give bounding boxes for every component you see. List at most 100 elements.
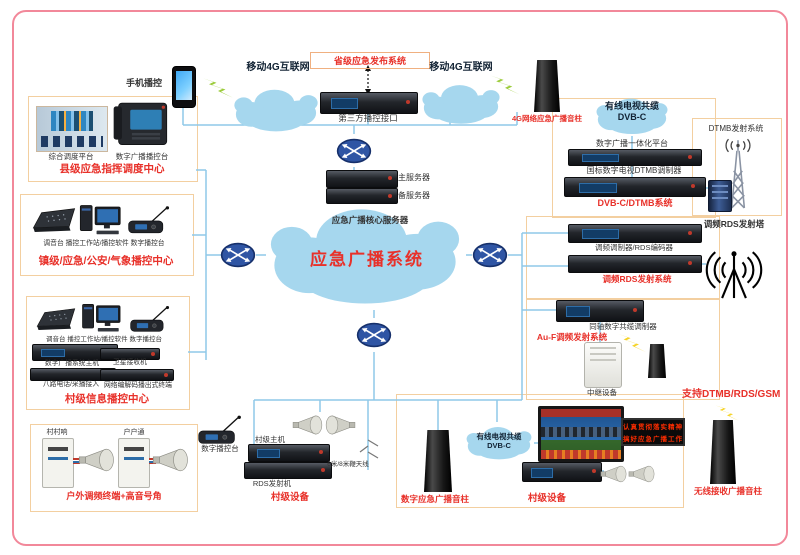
village-eq-left-label: 村级设备 bbox=[270, 492, 309, 503]
mic-console-label: 数字播控台 bbox=[201, 444, 239, 453]
phone-access-label: 八路电话/采播接入 bbox=[42, 381, 100, 388]
wireless-speaker-label: 无线接收广播音柱 bbox=[693, 486, 762, 496]
codec-terminal-label: 网络编解码播出式终端 bbox=[104, 382, 172, 389]
huhutong-label: 户户通 bbox=[123, 429, 145, 436]
coax-modulator-label: 同轴数字共缆调制器 bbox=[589, 322, 657, 331]
core-server-label: 应急广播核心服务器 bbox=[331, 215, 409, 225]
outdoor-cluster-box bbox=[30, 424, 198, 512]
dispatch-platform-label: 综合调度平台 bbox=[48, 152, 94, 161]
horn-pair-left bbox=[292, 412, 324, 438]
tv-screen bbox=[538, 406, 624, 462]
backup-server-label: 备服务器 bbox=[398, 191, 430, 200]
county-center-title: 县级应急指挥调度中心 bbox=[59, 163, 165, 175]
dvbc-cloud-line2: DVB-C bbox=[617, 112, 647, 123]
dtmb-tx-label: DTMB发射系统 bbox=[708, 124, 764, 133]
outdoor-cluster-title: 户外调频终端+高音号角 bbox=[66, 491, 162, 501]
support-label: 支持DTMB/RDS/GSM bbox=[682, 389, 781, 400]
router-icon-right bbox=[472, 238, 508, 272]
mic-console-icon-village bbox=[128, 305, 172, 335]
village-devices-caption: 调音台 播控工作站/播控软件 数字播控台 bbox=[46, 336, 162, 343]
main-server-rack bbox=[326, 170, 398, 188]
mixer-icon-town bbox=[32, 206, 76, 236]
mixer-icon-village bbox=[36, 306, 76, 334]
village-amplifier-rack bbox=[522, 462, 602, 482]
lightning-icon-gsm bbox=[710, 404, 744, 422]
horn-speaker-right bbox=[152, 442, 190, 478]
satellite-receiver-label: 卫星接收机 bbox=[113, 359, 147, 366]
rds-transmitter-label: RDS发射机 bbox=[252, 479, 292, 488]
town-devices-caption: 调音台 播控工作站/播控软件 数字播控台 bbox=[43, 240, 165, 247]
speaker-4g-label: 4G网络应急广播音柱 bbox=[511, 114, 582, 123]
relay-speaker-column bbox=[648, 344, 666, 378]
fm-modulator-rack bbox=[568, 224, 702, 243]
router-icon-top bbox=[336, 134, 372, 168]
dtmb-modulator-rack bbox=[564, 177, 706, 197]
led-display: 认真贯彻落实精神 搞好应急广播工作 bbox=[621, 418, 685, 446]
led-line1: 认真贯彻落实精神 bbox=[623, 424, 683, 431]
workstation-icon-village bbox=[80, 303, 124, 335]
fm-receiver-right bbox=[118, 438, 150, 488]
village-host-rack bbox=[248, 444, 330, 462]
led-line2: 搞好应急广播工作 bbox=[623, 436, 683, 443]
connector-left bbox=[73, 458, 80, 464]
workstation-icon-town bbox=[78, 204, 124, 238]
digital-speaker-label: 数字应急广播音柱 bbox=[400, 494, 469, 504]
coax-modulator-rack bbox=[556, 300, 644, 322]
diagram-border bbox=[12, 10, 788, 546]
router-icon-bottom bbox=[356, 318, 392, 352]
fm-tower-label: 调频RDS发射塔 bbox=[703, 219, 765, 229]
fm-modulator-label: 调频调制器/RDS编码器 bbox=[595, 243, 673, 252]
horn-bottom-2 bbox=[628, 462, 656, 486]
lightning-icon-auf bbox=[618, 332, 646, 354]
village-info-box bbox=[26, 296, 190, 410]
backup-server-rack bbox=[326, 188, 398, 204]
connector-right bbox=[149, 458, 156, 464]
mobile-4g-cloud-left bbox=[228, 82, 324, 136]
provincial-system-label: 省级应急发布系统 bbox=[333, 56, 406, 66]
dvbc-bottom-line2: DVB-C bbox=[487, 441, 511, 451]
digital-speaker-column bbox=[424, 430, 452, 492]
relay-cabinet bbox=[584, 342, 622, 388]
broadcast-host-label: 数字广播系统主机 bbox=[44, 360, 100, 367]
main-server-label: 主服务器 bbox=[398, 173, 430, 182]
third-party-server bbox=[320, 92, 418, 114]
fm-receiver-left bbox=[42, 438, 74, 488]
town-center-title: 镇级/应急/公安/气象播控中心 bbox=[38, 255, 174, 267]
cloud-left-label: 移动4G互联网 bbox=[246, 62, 310, 73]
dvbc-cloud-line1: 有线电视共缆 bbox=[604, 101, 659, 111]
dtmb-cabinet bbox=[708, 180, 732, 212]
lightning-icon-left bbox=[203, 76, 233, 100]
provincial-system-badge: 省级应急发布系统 bbox=[310, 52, 430, 69]
village-host-label: 村级主机 bbox=[255, 435, 285, 444]
wireless-speaker-column bbox=[710, 420, 736, 484]
third-party-label: 第三方播控接口 bbox=[338, 113, 398, 123]
smartphone-icon bbox=[172, 66, 196, 108]
mic-console-icon-town bbox=[126, 204, 172, 238]
lightning-icon-right bbox=[490, 74, 520, 96]
auf-system-label: Au-F调频发射系统 bbox=[536, 332, 608, 342]
mic-console-icon-bottom bbox=[196, 414, 244, 448]
router-icon-left bbox=[220, 238, 256, 272]
county-center-box bbox=[28, 96, 198, 182]
console-label: 数字广播播控台 bbox=[115, 152, 169, 161]
fm-system-label: 调频RDS发射系统 bbox=[602, 274, 672, 284]
dvbc-bottom-line1: 有线电视共缆 bbox=[476, 432, 522, 441]
fm-rds-antenna-icon bbox=[700, 238, 768, 302]
mobile-control-label: 手机播控 bbox=[125, 78, 162, 88]
village-equipment-box bbox=[396, 394, 684, 508]
dvbc-dtmb-label: DVB-C/DTMB系统 bbox=[597, 198, 673, 208]
horn-speaker-left bbox=[78, 442, 116, 478]
dtmb-modulator-label: 国标数字电视DTMB调制器 bbox=[586, 166, 682, 175]
dispatch-room-photo bbox=[36, 106, 108, 152]
horn-bottom-1 bbox=[600, 462, 628, 486]
dvbc-dtmb-box bbox=[552, 98, 716, 218]
platform-label: 数字广播一体化平台 bbox=[596, 139, 668, 148]
fm-exciter-rack bbox=[568, 255, 702, 273]
platform-rack bbox=[568, 149, 702, 166]
dvbc-cloud-bottom-label: 有线电视共缆 DVB-C bbox=[466, 432, 532, 451]
dtmb-tx-box bbox=[692, 118, 782, 216]
cloud-right-label: 移动4G互联网 bbox=[429, 62, 493, 73]
satellite-receiver-rack bbox=[100, 348, 160, 360]
